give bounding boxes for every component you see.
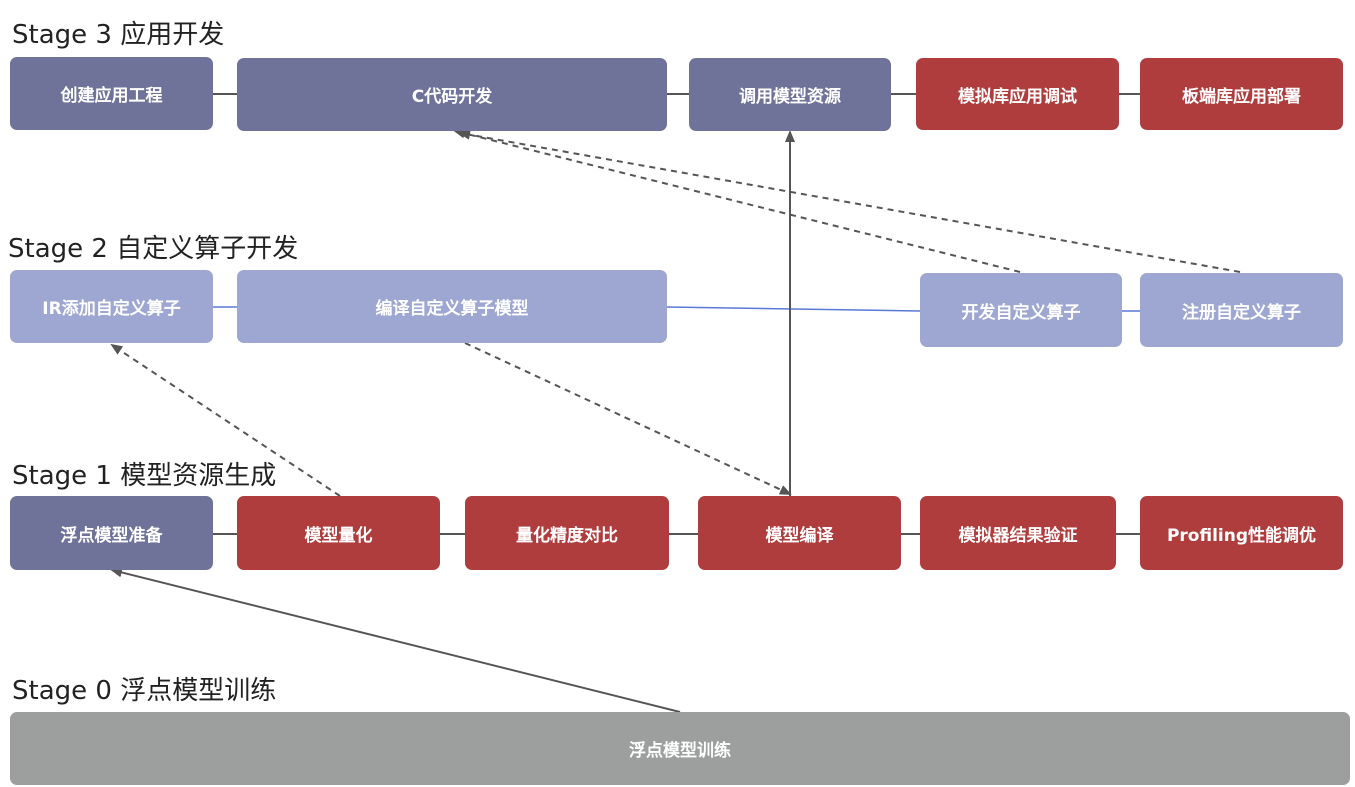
- stage-0-label: Stage 0 浮点模型训练: [12, 676, 277, 706]
- node-board-lib-deploy: 板端库应用部署: [1140, 58, 1343, 130]
- node-float-model-training: 浮点模型训练: [10, 712, 1350, 785]
- arrow-train-to-prepare: [110, 567, 681, 713]
- node-sim-lib-debug: 模拟库应用调试: [916, 58, 1119, 130]
- link-s2-2: [666, 306, 921, 312]
- arrow-dev-op-to-code: [453, 128, 1021, 273]
- node-call-model-resource: 调用模型资源: [689, 58, 891, 131]
- node-ir-add-custom-op: IR添加自定义算子: [10, 270, 213, 343]
- node-profiling-tuning: Profiling性能调优: [1140, 496, 1343, 570]
- arrow-quant-to-ir: [110, 343, 341, 497]
- stage-2-label: Stage 2 自定义算子开发: [8, 234, 299, 264]
- node-float-model-prepare: 浮点模型准备: [10, 496, 213, 570]
- node-simulator-verify: 模拟器结果验证: [920, 496, 1116, 570]
- node-model-quantize: 模型量化: [237, 496, 440, 570]
- stage-1-label: Stage 1 模型资源生成: [12, 461, 277, 491]
- node-create-app-project: 创建应用工程: [10, 57, 213, 130]
- node-develop-custom-op: 开发自定义算子: [920, 273, 1122, 347]
- node-compile-custom-model: 编译自定义算子模型: [237, 270, 667, 343]
- arrow-reg-op-to-code: [458, 129, 1241, 273]
- stage-3-label: Stage 3 应用开发: [12, 20, 225, 50]
- node-c-code-dev: C代码开发: [237, 58, 667, 131]
- arrow-custom-model-to-compile: [464, 342, 792, 495]
- node-quant-accuracy-compare: 量化精度对比: [465, 496, 669, 570]
- node-register-custom-op: 注册自定义算子: [1140, 273, 1343, 347]
- node-model-compile: 模型编译: [698, 496, 901, 570]
